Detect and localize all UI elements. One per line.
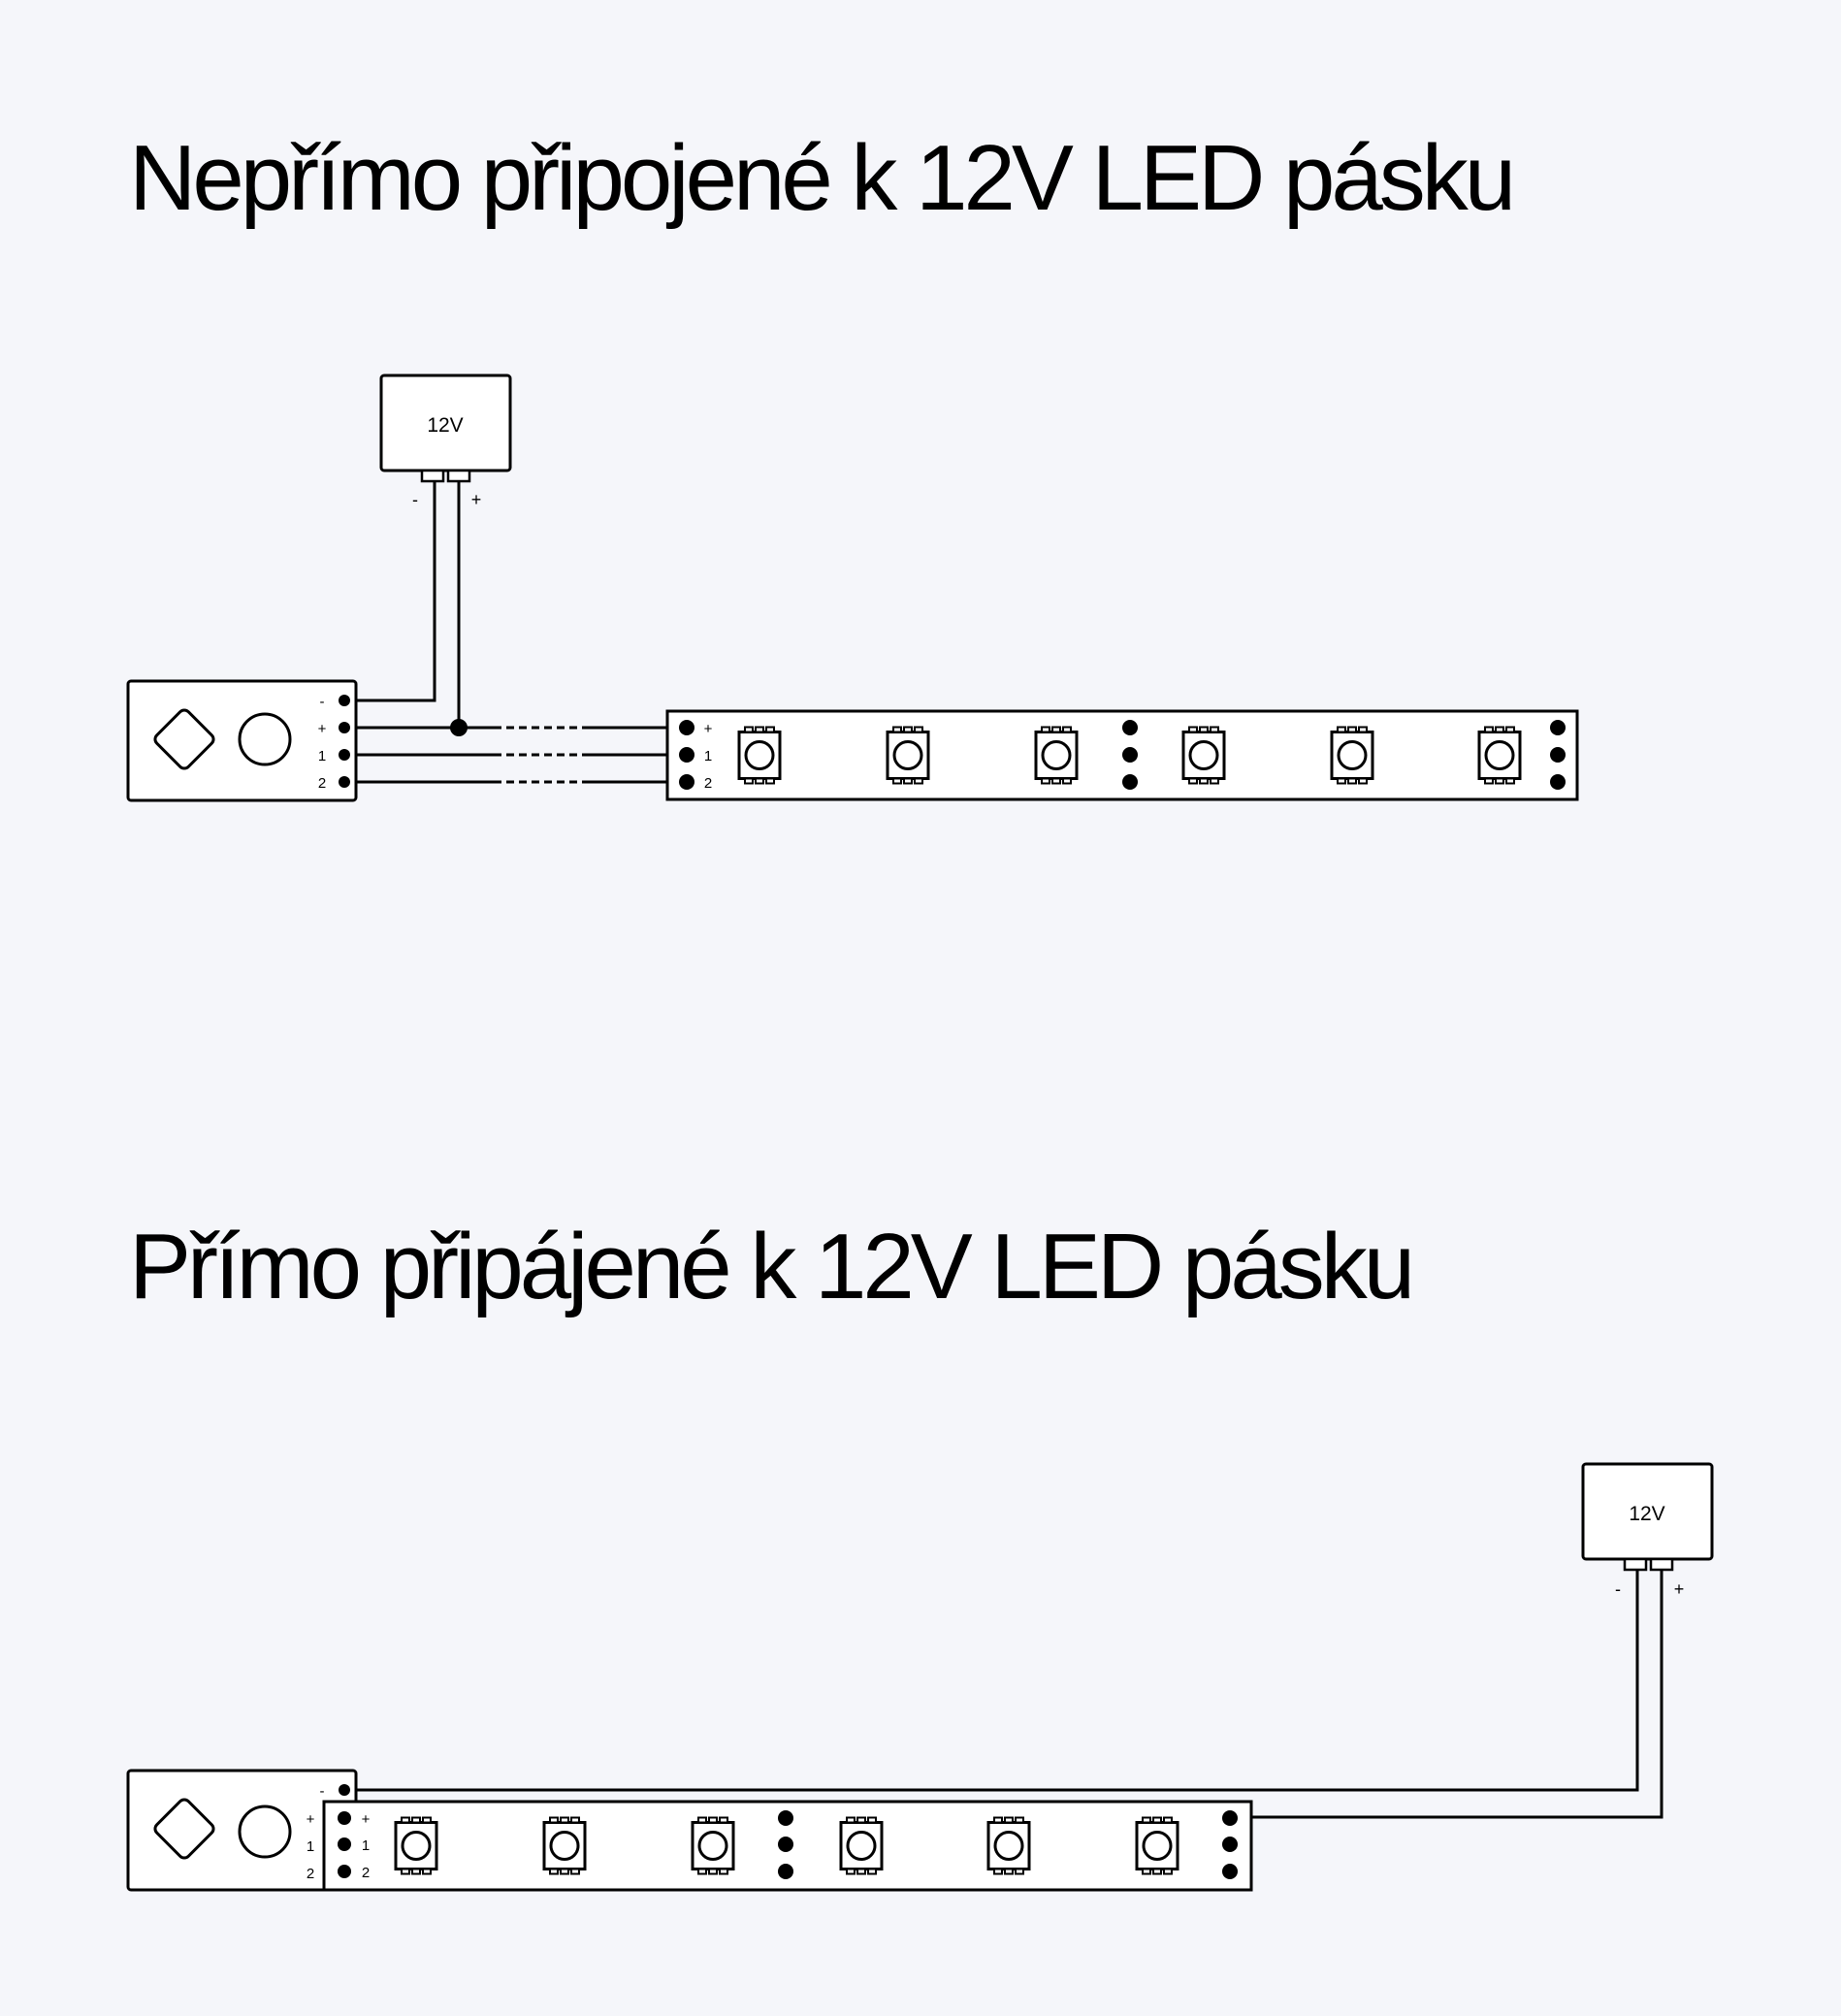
controller-terminal-plus: +	[318, 721, 327, 737]
wire-plus	[1232, 1570, 1663, 1819]
strip-end-pads	[1222, 1810, 1238, 1879]
controller: - + 1 2	[126, 679, 358, 802]
section-title-direct: Přímo připájené k 12V LED pásku	[129, 1215, 1415, 1318]
led-chip-icon	[394, 1816, 438, 1875]
led-chip-icon	[691, 1816, 735, 1875]
wire-minus	[344, 1570, 1639, 1792]
section-title-indirect: Nepřímo připojené k 12V LED pásku	[129, 126, 1516, 230]
power-supply-plus-label: +	[1674, 1579, 1685, 1599]
led-chip-icon	[1477, 726, 1522, 785]
led-chip-icon	[1181, 726, 1226, 785]
led-chip-icon	[1330, 726, 1374, 785]
led-chip-icon	[886, 726, 930, 785]
controller-button-icon	[153, 1798, 215, 1860]
led-strip: + 1 2	[665, 709, 1579, 801]
strip-end-pads	[1550, 720, 1566, 790]
controller: - + 1 2	[126, 1769, 358, 1892]
led-chip-icon	[1034, 726, 1079, 785]
controller-terminal-minus: -	[320, 1783, 325, 1800]
strip-terminal-2: 2	[362, 1865, 370, 1881]
strip-terminal-plus: +	[704, 721, 713, 737]
strip-terminal-2: 2	[704, 775, 712, 792]
power-supply: 12V - +	[1581, 1462, 1714, 1599]
wires	[344, 1570, 1663, 1819]
controller-terminal-1: 1	[318, 748, 326, 764]
wires	[344, 481, 687, 784]
junction-dot	[450, 719, 468, 736]
led-chip-icon	[737, 726, 782, 785]
power-supply-plus-label: +	[471, 490, 482, 509]
controller-terminal-plus: +	[307, 1811, 315, 1828]
strip-terminal-1: 1	[704, 748, 712, 764]
wire-dashed-extension	[494, 726, 587, 784]
led-chip-icon	[839, 1816, 884, 1875]
led-chip-icon	[1135, 1816, 1179, 1875]
controller-sensor-icon	[238, 712, 292, 766]
power-supply-label: 12V	[427, 414, 463, 437]
strip-cut-point	[1122, 720, 1138, 790]
wire-minus	[344, 481, 436, 702]
power-supply-minus-label: -	[412, 490, 418, 509]
wiring-diagram-indirect: 12V - + - + 1 2	[126, 374, 1579, 802]
power-supply: 12V - +	[379, 374, 512, 509]
controller-sensor-icon	[238, 1805, 292, 1859]
led-strip: + 1 2	[322, 1800, 1253, 1892]
strip-terminal-plus: +	[362, 1811, 371, 1828]
controller-terminal-2: 2	[307, 1866, 314, 1882]
power-supply-label: 12V	[1629, 1503, 1664, 1525]
strip-terminal-1: 1	[362, 1837, 370, 1854]
wiring-diagram-direct: 12V - + - + 1 2 + 1	[126, 1462, 1714, 1892]
controller-terminal-2: 2	[318, 775, 326, 792]
led-chip-icon	[986, 1816, 1031, 1875]
controller-button-icon	[153, 708, 215, 770]
led-chip-icon	[542, 1816, 587, 1875]
strip-cut-point	[778, 1810, 793, 1879]
power-supply-minus-label: -	[1615, 1579, 1621, 1599]
controller-terminal-1: 1	[307, 1838, 314, 1855]
controller-terminal-minus: -	[320, 694, 325, 710]
